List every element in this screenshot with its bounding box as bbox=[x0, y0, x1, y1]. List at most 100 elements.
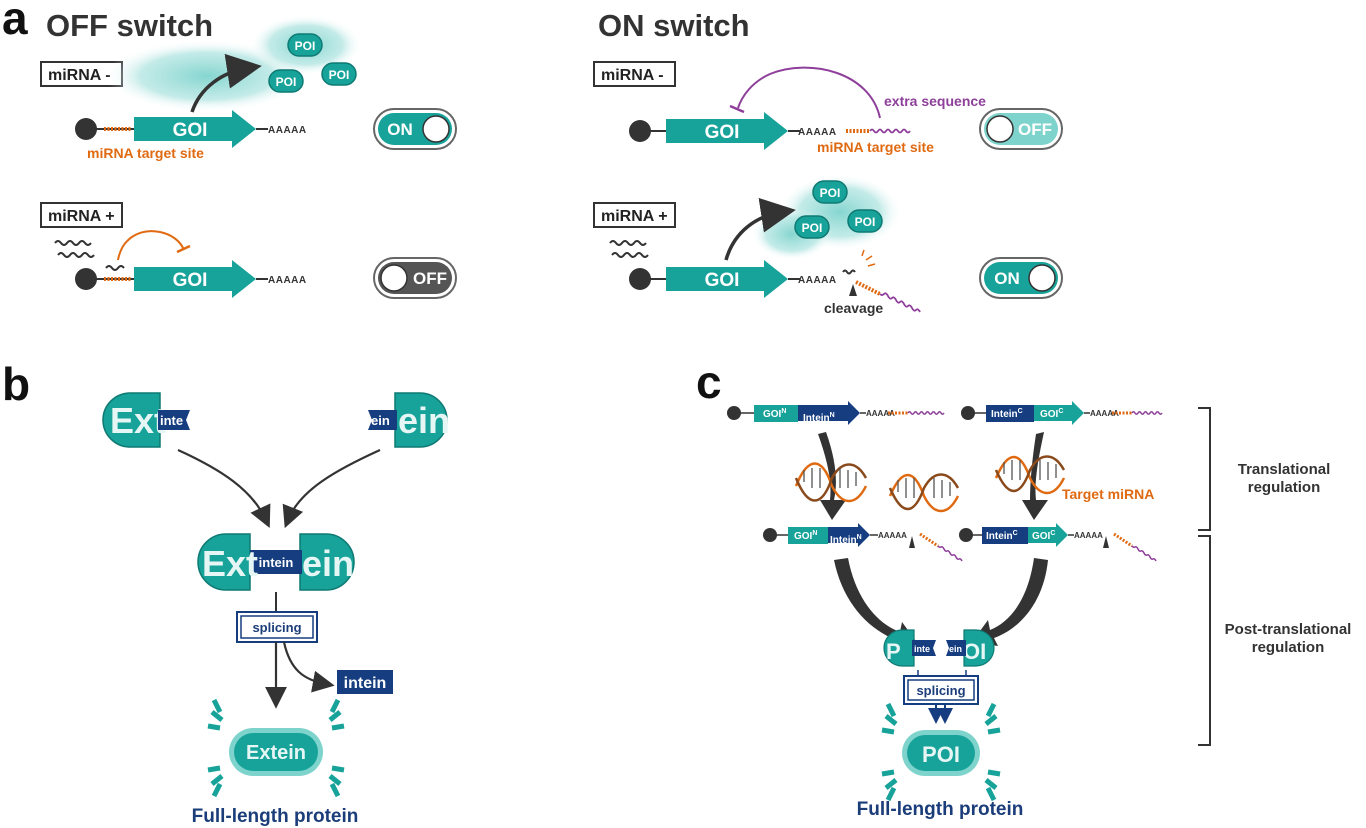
goi-label: GOI bbox=[173, 270, 208, 291]
intein-n-fragment-label: inte bbox=[160, 413, 183, 428]
poi-cluster: POI POI POI bbox=[794, 180, 883, 239]
goi-arrow bbox=[666, 112, 788, 150]
target-mirna-label: Target miRNA bbox=[1062, 486, 1154, 502]
cleavage-marker bbox=[849, 284, 857, 296]
cleaved-target-site bbox=[1113, 532, 1133, 548]
glow-ray bbox=[881, 702, 898, 735]
mirna-duplex-icon bbox=[888, 473, 960, 513]
toggle-knob bbox=[380, 264, 408, 292]
cleaved-target-site bbox=[855, 280, 881, 296]
toggle-knob bbox=[986, 115, 1014, 143]
goi-c-label: GOIC bbox=[1032, 530, 1055, 542]
goi-arrow bbox=[134, 110, 256, 148]
ext-label: Ext bbox=[110, 400, 166, 441]
mirna-target-site-label: miRNA target site bbox=[87, 145, 204, 161]
intein-c-label: InteinC bbox=[986, 530, 1018, 542]
glow-ray bbox=[984, 702, 1001, 735]
goi-n-label: GOIN bbox=[794, 530, 817, 542]
off-switch-title: OFF switch bbox=[46, 8, 213, 43]
intein-release-arrow bbox=[282, 641, 335, 693]
toggle-knob bbox=[422, 115, 450, 143]
inhibition-arc bbox=[117, 230, 185, 261]
goi-n-label: GOIN bbox=[763, 408, 786, 420]
ein-fragment-label: ein bbox=[949, 644, 962, 654]
mirna-plus-label: miRNA + bbox=[48, 208, 115, 225]
extra-sequence-label: extra sequence bbox=[884, 93, 986, 109]
inhibition-arc bbox=[737, 66, 881, 119]
mirna-plus-label: miRNA + bbox=[601, 208, 668, 225]
cleavage-spark bbox=[861, 249, 876, 267]
poi-label: POI bbox=[276, 75, 297, 89]
intein-n-label: InteinN bbox=[830, 534, 862, 546]
cap-icon bbox=[629, 120, 651, 142]
switch-off-label: OFF bbox=[413, 269, 447, 288]
extein-n-fragment: Ext inte bbox=[102, 392, 190, 448]
on-switch-mirna-plus: miRNA + POI POI POI GOI AAAAA cleavage O… bbox=[593, 174, 1063, 316]
off-switch-mirna-minus: miRNA - POI POI POI GOI AAAAA miRNA targ… bbox=[40, 15, 457, 161]
extra-sequence bbox=[1131, 411, 1163, 415]
translation-arrow bbox=[190, 53, 262, 113]
polya-tail: AAAAA bbox=[1074, 531, 1103, 540]
polya-tail: AAAAA bbox=[798, 275, 837, 286]
translation-arrow bbox=[724, 197, 796, 261]
cleaved-construct-n: GOIN InteinN AAAAA bbox=[763, 523, 963, 562]
on-switch-title: ON switch bbox=[598, 8, 750, 43]
full-length-protein-label: Full-length protein bbox=[192, 806, 359, 827]
mirna-wave bbox=[609, 240, 647, 246]
translational-bracket bbox=[1198, 407, 1211, 531]
released-intein bbox=[337, 670, 393, 694]
cleavage-marker bbox=[909, 536, 915, 548]
mirna-wave bbox=[54, 240, 92, 246]
mirna-wave bbox=[611, 252, 649, 258]
goi-label: GOI bbox=[705, 122, 740, 143]
mirna-minus-box bbox=[593, 61, 676, 87]
poi-cluster: POI POI POI bbox=[268, 33, 357, 93]
poi-label: POI bbox=[855, 215, 876, 229]
post-translational-bracket bbox=[1198, 535, 1211, 746]
bound-mirna bbox=[105, 265, 125, 271]
panel-c-letter: c bbox=[696, 356, 722, 408]
mirna-plus-box bbox=[40, 202, 123, 228]
goi-label: GOI bbox=[173, 120, 208, 141]
construct-intein-c-goi-c: InteinC GOIC AAAAA bbox=[961, 401, 1163, 425]
polya-tail: AAAAA bbox=[798, 127, 837, 138]
assembly-arrow bbox=[282, 448, 381, 529]
glow-ray bbox=[984, 769, 1001, 802]
ext-label: Ext bbox=[202, 543, 258, 584]
full-length-protein-label-c: Full-length protein bbox=[857, 799, 1024, 820]
poi-label: POI bbox=[802, 221, 823, 235]
poi-label: POI bbox=[329, 68, 350, 82]
intein-c-fragment-label: ein bbox=[371, 413, 390, 428]
splicing-box: splicing bbox=[236, 611, 318, 643]
mirna-plus-box bbox=[593, 202, 676, 228]
inte-fragment-label: inte bbox=[914, 644, 930, 654]
assembly-arrow bbox=[177, 448, 271, 528]
p-fragment-label: P bbox=[886, 639, 901, 664]
split-poi-assembly: P inte OI ein bbox=[883, 629, 995, 677]
glow-ray bbox=[328, 765, 345, 798]
polya-tail: AAAAA bbox=[878, 531, 907, 540]
extein-label: Extein bbox=[246, 742, 306, 764]
cap-icon bbox=[75, 268, 97, 290]
polya-tail: AAAAA bbox=[268, 125, 307, 136]
polya-tail: AAAAA bbox=[1090, 409, 1119, 418]
cleavage-marker bbox=[1103, 536, 1109, 548]
extein-product: Extein bbox=[207, 698, 345, 798]
cap-icon bbox=[961, 406, 975, 420]
mirna-duplex-icon bbox=[994, 455, 1066, 495]
intein-n-label: InteinN bbox=[803, 412, 835, 424]
ein-label: ein bbox=[302, 543, 354, 584]
poi-label: POI bbox=[820, 186, 841, 200]
toggle-knob bbox=[1028, 264, 1056, 292]
cap-icon bbox=[727, 406, 741, 420]
goi-arrow bbox=[666, 260, 788, 298]
cleaved-extra-sequence bbox=[879, 292, 921, 313]
panel-b-letter: b bbox=[2, 358, 30, 410]
mirna-minus-label: miRNA - bbox=[601, 67, 664, 84]
extein-c-fragment: ein ein bbox=[368, 392, 450, 448]
mirna-wave bbox=[57, 252, 95, 258]
goi-arrow bbox=[134, 260, 256, 298]
cap-icon bbox=[763, 528, 777, 542]
